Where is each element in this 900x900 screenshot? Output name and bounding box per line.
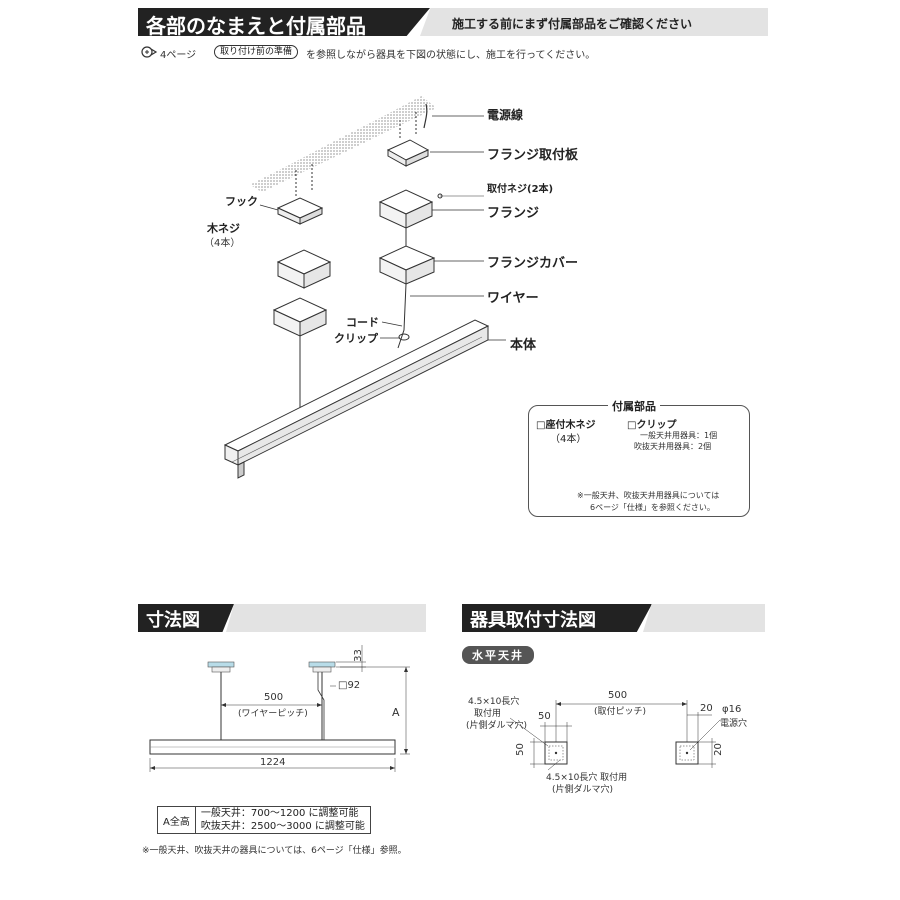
accessory-item1-qty: （4本） <box>550 434 587 445</box>
mount-dim-phi16: φ16 <box>722 704 742 715</box>
mount-bottom-label2: (片側ダルマ穴) <box>552 785 614 795</box>
section-subtitle-bar <box>420 8 768 36</box>
height-spec-table: A全高 一般天井：700～1200 に調整可能 吹抜天井：2500～3000 に… <box>157 806 371 834</box>
intro-page-ref: 4ページ <box>160 50 197 61</box>
mount-hole-label1: 4.5×10長穴 <box>468 697 520 707</box>
height-spec-row1: 一般天井：700～1200 に調整可能 <box>194 806 371 820</box>
label-wire: ワイヤー <box>487 291 539 306</box>
mounting-bar <box>643 604 765 632</box>
accessory-item1-label: □座付木ネジ <box>536 420 596 431</box>
mount-power-hole: 電源穴 <box>720 719 748 729</box>
dim-1224: 1224 <box>260 757 286 768</box>
accessories-title: 付属部品 <box>608 398 660 414</box>
left-canopy-drawing <box>272 297 328 337</box>
accessory-item2-line1: 一般天井用器具：1個 <box>640 431 718 440</box>
accessory-note1: ※一般天井、吹抜天井用器具については <box>577 491 720 500</box>
height-spec-row2: 吹抜天井：2500～3000 に調整可能 <box>194 820 371 834</box>
exploded-diagram <box>223 96 705 481</box>
section-title-parts: 各部のなまえと付属部品 <box>146 14 366 38</box>
section-header-mounting <box>462 604 652 632</box>
dim-wire-pitch: (ワイヤーピッチ) <box>238 709 308 719</box>
mount-dim-500: 500 <box>608 690 628 701</box>
section-title-dimensions: 寸法図 <box>146 610 200 631</box>
intro-pill: 取り付け前の準備 <box>214 45 299 59</box>
power-wire-drawing <box>423 103 428 129</box>
intro-text: を参照しながら器具を下図の状態にし、施工を行ってください。 <box>306 50 596 61</box>
label-hook: フック <box>225 195 258 208</box>
dim-a: A <box>392 706 400 719</box>
mount-dim-20-horiz: 20 <box>700 703 713 714</box>
reference-icon <box>141 46 158 58</box>
mount-dim-20-vert: 20 <box>712 743 724 756</box>
accessories-box <box>528 405 750 517</box>
dim-footnote: ※一般天井、吹抜天井の器具については、6ページ「仕様」参照。 <box>142 846 407 856</box>
flange-cover-drawing <box>378 245 436 285</box>
section-subtitle: 施工する前にまず付属部品をご確認ください <box>452 17 693 31</box>
accessory-note2: 6ページ「仕様」を参照ください。 <box>590 503 715 512</box>
label-flange-cover: フランジカバー <box>487 256 579 271</box>
label-body: 本体 <box>510 338 537 353</box>
section-title-mounting: 器具取付寸法図 <box>470 610 596 631</box>
flange-plate-drawing <box>386 112 430 167</box>
label-wood-screw: 木ネジ <box>207 222 240 235</box>
label-flange-plate: フランジ取付板 <box>487 148 579 163</box>
dim-500: 500 <box>264 692 284 703</box>
label-clip: クリップ <box>334 332 378 345</box>
accessory-item2-label: □クリップ <box>627 420 677 431</box>
section-header-dimensions <box>138 604 234 632</box>
flange-drawing <box>378 189 434 229</box>
dimensions-bar <box>226 604 426 632</box>
mount-dim-50-horiz: 50 <box>538 711 551 722</box>
mount-dim-50-vert: 50 <box>514 743 526 756</box>
accessory-item2-line2: 吹抜天井用器具：2個 <box>634 442 712 451</box>
section-header-parts <box>138 8 430 36</box>
label-wood-screw-qty: （4本） <box>204 238 241 249</box>
mount-hole-label2: 取付用 <box>474 709 502 719</box>
mount-hole-label3: (片側ダルマ穴) <box>466 721 528 731</box>
flat-ceiling-chip: 水平天井 <box>462 646 534 664</box>
mount-bottom-label1: 4.5×10長穴 取付用 <box>546 773 628 783</box>
label-cord: コード <box>346 316 379 329</box>
ceiling-surface <box>250 96 436 192</box>
fixture-body-drawing <box>223 319 490 479</box>
dim-92: □92 <box>338 680 361 691</box>
left-flange-cover-drawing <box>276 249 332 289</box>
label-power-wire: 電源線 <box>487 108 524 122</box>
label-mount-screw: 取付ネジ(2本) <box>487 184 554 195</box>
label-flange: フランジ <box>487 206 540 221</box>
mount-dim-pitch: (取付ピッチ) <box>594 707 647 717</box>
hook-drawing <box>276 164 324 225</box>
height-spec-label: A全高 <box>157 806 196 834</box>
